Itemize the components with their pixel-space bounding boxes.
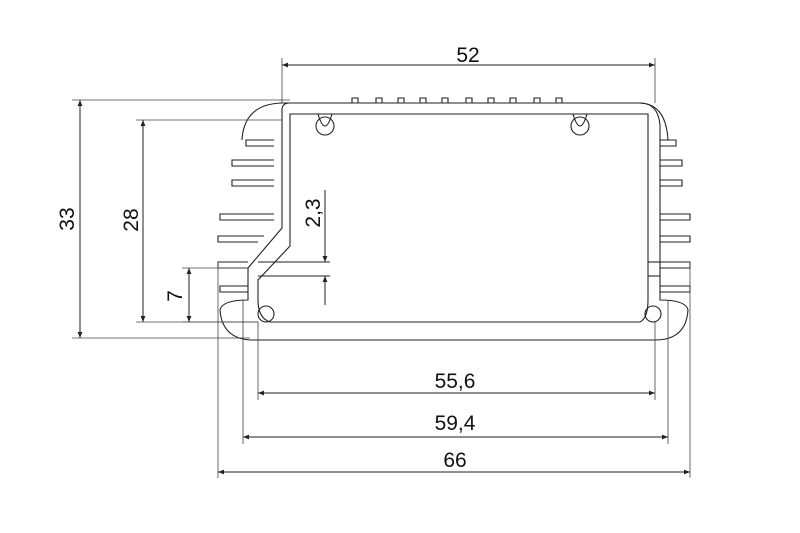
screw-bosses (257, 113, 662, 323)
dim-overall-width: 66 (217, 262, 691, 478)
top-fins (351, 97, 563, 103)
dim-inner-height: 28 (120, 119, 282, 323)
dim-inner-width: 55,6 (257, 322, 656, 400)
dim-label-inner-width: 55,6 (435, 370, 476, 393)
dim-top-width: 52 (281, 44, 656, 103)
outer-corner-left (241, 102, 283, 141)
dim-mid-width: 59,4 (242, 300, 669, 444)
dim-label-inner-height: 28 (120, 208, 143, 231)
dim-label-top-width: 52 (456, 44, 479, 67)
dim-label-mid-width: 59,4 (435, 412, 476, 435)
enclosure-profile (217, 97, 691, 341)
inner-cavity (257, 113, 649, 323)
outer-shell (219, 102, 689, 341)
dim-label-slot-height: 7 (164, 290, 187, 302)
dim-overall-height: 33 (56, 99, 290, 339)
board-slot (258, 261, 660, 277)
dim-label-slot-gap: 2,3 (302, 198, 325, 227)
left-fins (217, 139, 274, 293)
dim-label-overall-width: 66 (443, 449, 466, 472)
dim-slot-gap: 2,3 (302, 190, 328, 305)
dim-label-overall-height: 33 (56, 207, 79, 230)
dim-slot-height: 7 (164, 267, 258, 323)
outer-corner-right (639, 102, 669, 141)
right-fins (660, 139, 691, 293)
